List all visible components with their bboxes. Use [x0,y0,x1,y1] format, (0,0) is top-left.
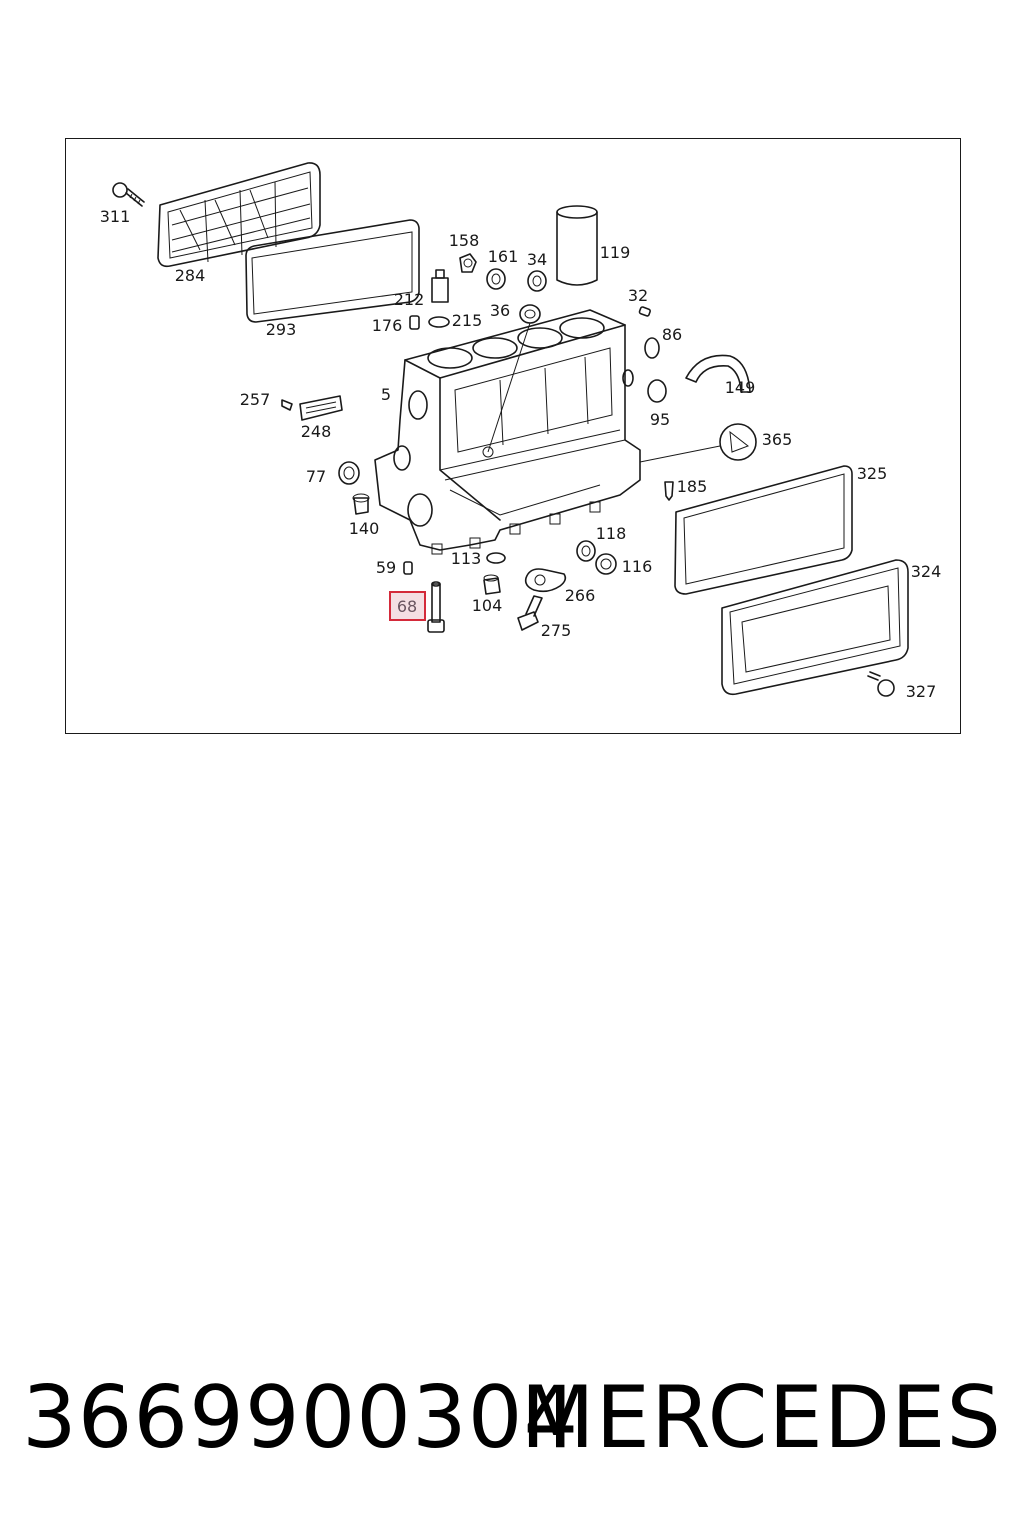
part-label-257: 257 [240,390,271,409]
highlighted-label-text: 68 [397,597,417,616]
part-label-34: 34 [527,250,547,269]
part-label-140: 140 [349,519,380,538]
part-215-washer [428,316,450,328]
part-label-365: 365 [762,430,793,449]
part-label-161: 161 [488,247,519,266]
part-label-325: 325 [857,464,888,483]
part-185-pin [664,481,674,501]
part-label-59: 59 [376,558,396,577]
part-140-plug [352,493,370,515]
part-label-284: 284 [175,266,206,285]
part-label-36: 36 [490,301,510,320]
part-68-bolt [427,581,445,633]
part-label-5: 5 [381,385,391,404]
part-365-flange [639,423,757,463]
part-118-washer [576,540,596,562]
brand-name: MERCEDES [520,1368,1002,1468]
part-label-266: 266 [565,586,596,605]
part-327-bolt [867,671,895,697]
part-label-212: 212 [394,290,425,309]
part-label-149: 149 [725,378,756,397]
part-325-oil-pan-gasket [674,465,853,595]
part-248-plate [299,395,343,421]
part-257-screw [281,399,293,411]
part-label-116: 116 [622,557,653,576]
part-label-86: 86 [662,325,682,344]
part-77-bushing [338,461,360,485]
part-86-plug [644,337,660,359]
part-label-104: 104 [472,596,503,615]
part-label-275: 275 [541,621,572,640]
part-label-185: 185 [677,477,708,496]
part-32-pin [638,306,651,317]
part-34-seal [527,270,547,292]
part-293-gasket [245,219,420,323]
part-label-118: 118 [596,524,627,543]
part-label-327: 327 [906,682,937,701]
part-label-176: 176 [372,316,403,335]
part-label-158: 158 [449,231,480,250]
diagram-frame [65,138,961,734]
part-284-breather-plate [157,162,321,268]
part-104-plug [483,574,501,595]
part-5-engine-block [374,309,641,555]
part-212-plug [431,269,449,303]
part-119-cylinder-liner [556,205,598,286]
part-label-113: 113 [451,549,482,568]
highlighted-part-label[interactable]: 68 [389,591,426,621]
part-311-bolt [112,182,145,207]
part-36-ring [487,304,541,453]
part-label-324: 324 [911,562,942,581]
part-label-311: 311 [100,207,131,226]
part-labels: 311 284 293 158 161 34 119 212 176 215 36 32 86 149 25… [100,207,942,701]
part-95-plug [647,379,667,403]
part-label-32: 32 [628,286,648,305]
part-324-oil-pan [721,559,909,696]
part-label-215: 215 [452,311,483,330]
part-number: 3669900304 [22,1368,580,1468]
part-116-plug [595,553,617,575]
part-label-119: 119 [600,243,631,262]
part-266-banjo [524,568,567,593]
part-59-pin [403,561,413,575]
part-label-95: 95 [650,410,670,429]
part-113-washer [486,552,506,564]
exploded-parts-diagram: 311 284 293 158 161 34 119 212 176 215 36 32 86 149 25… [100,162,942,701]
part-158-plug [459,253,477,273]
part-label-248: 248 [301,422,332,441]
part-label-77: 77 [306,467,326,486]
part-149-bearing-shell [685,354,751,393]
part-176-pin [409,315,420,330]
part-161-washer [486,268,506,290]
part-label-293: 293 [266,320,297,339]
part-275-banjo-bolt [517,595,543,631]
